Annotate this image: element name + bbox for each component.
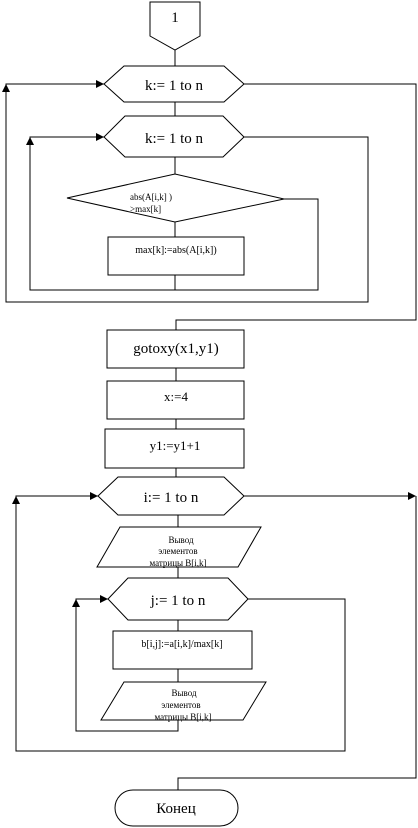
process-assign-b: b[i,j]:=a[i,k]/max[k] (112, 630, 253, 670)
connector-1: 1 (149, 1, 201, 51)
decision-line-1: abs(A[i,k] ) (130, 192, 172, 202)
loop-k-outer-label: k:= 1 to n (145, 78, 204, 94)
terminator-end: Конец (114, 789, 239, 827)
flow-lines (5, 50, 417, 790)
loop-k-outer: k:= 1 to n (103, 65, 245, 103)
process-assign-b-label: b[i,j]:=a[i,k]/max[k] (141, 639, 222, 650)
output-2-line-2: элементов (161, 700, 200, 710)
output-2-line-3: матрицы B[i,k] (154, 712, 211, 722)
arrowheads (2, 80, 416, 607)
loop-j-label: j:= 1 to n (150, 593, 206, 609)
loop-j: j:= 1 to n (107, 577, 249, 621)
process-assign-x: x:=4 (106, 380, 245, 420)
process-assign-x-label: x:=4 (164, 389, 188, 404)
process-assign-y1-label: y1:=y1+1 (150, 438, 201, 453)
output-2-line-1: Вывод (171, 688, 196, 698)
process-assign-max-label: max[k]:=abs(A[i,k]) (135, 245, 216, 256)
process-gotoxy-label: gotoxy(x1,y1) (133, 341, 218, 357)
output-matrix-2: Вывод элементов матрицы B[i,k] (100, 681, 267, 722)
output-1-line-2: элементов (158, 546, 197, 556)
output-1-line-1: Вывод (168, 535, 193, 545)
terminator-end-label: Конец (156, 801, 195, 817)
output-matrix-1: Вывод элементов матрицы B[i,k] (96, 526, 262, 568)
loop-k-inner: k:= 1 to n (103, 115, 245, 158)
process-assign-max: max[k]:=abs(A[i,k]) (107, 236, 245, 276)
loop-k-inner-label: k:= 1 to n (145, 131, 204, 147)
output-1-line-3: матрицы B[i,k] (149, 558, 206, 568)
decision-abs-max: abs(A[i,k] ) >max[k] (66, 173, 285, 223)
decision-line-2: >max[k] (130, 204, 161, 214)
process-assign-y1: y1:=y1+1 (104, 428, 245, 469)
loop-i: i:= 1 to n (97, 476, 245, 516)
loop-i-label: i:= 1 to n (144, 490, 199, 506)
connector-1-label: 1 (171, 10, 179, 26)
process-gotoxy: gotoxy(x1,y1) (106, 329, 245, 369)
